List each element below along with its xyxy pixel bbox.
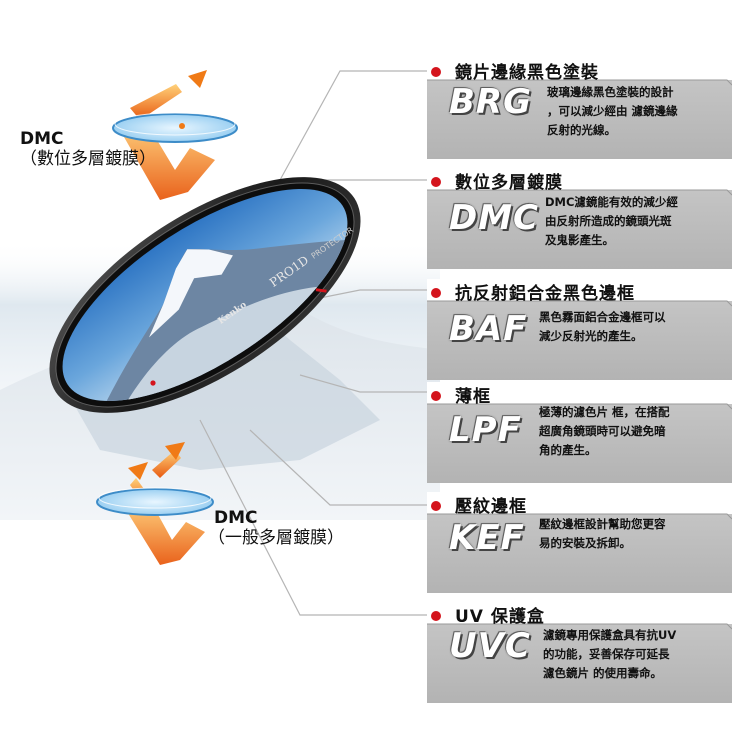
feature-description-line: 減少反射光的產生。 <box>539 329 643 343</box>
feature-title: 數位多層鍍膜 <box>455 173 563 193</box>
feature-description-line: 角的產生。 <box>539 443 597 457</box>
dmc-top-desc: （數位多層鍍膜） <box>20 148 156 169</box>
bullet-dot-icon <box>431 611 441 621</box>
feature-abbr: UVC <box>449 626 531 666</box>
dmc-digital-diagram <box>112 70 238 200</box>
feature-description-line: 易的安裝及拆卸。 <box>539 536 631 550</box>
feature-description-line: 極薄的濾色片 框，在搭配 <box>539 405 670 419</box>
dmc-top-label: DMC （數位多層鍍膜） <box>20 129 156 169</box>
bullet-dot-icon <box>431 67 441 77</box>
feature-description: 濾鏡專用保護盒具有抗UV 的功能，妥善保存可延長濾色鏡片 的使用壽命。 <box>543 626 676 683</box>
dmc-standard-diagram <box>96 442 214 565</box>
feature-description-line: ，可以減少經由 濾鏡邊緣 <box>547 104 678 118</box>
feature-description-line: 超廣角鏡頭時可以避免暗 <box>539 424 666 438</box>
feature-description-line: DMC濾鏡能有效的減少經 <box>545 195 678 209</box>
feature-description-line: 反射的光線。 <box>547 123 616 137</box>
feature-description-line: 玻璃邊緣黑色塗裝的設計 <box>547 85 674 99</box>
feature-description-line: 由反射所造成的鏡頭光斑 <box>545 214 672 228</box>
bullet-dot-icon <box>431 501 441 511</box>
feature-description-line: 及鬼影產生。 <box>545 233 614 247</box>
feature-description: 黑色霧面鋁合金邊框可以減少反射光的產生。 <box>539 308 666 346</box>
feature-abbr: LPF <box>449 410 522 450</box>
feature-description: 玻璃邊緣黑色塗裝的設計 ，可以減少經由 濾鏡邊緣反射的光線。 <box>547 83 678 140</box>
bullet-dot-icon <box>431 177 441 187</box>
bullet-dot-icon <box>431 288 441 298</box>
feature-abbr: KEF <box>449 518 525 558</box>
dmc-top-abbr: DMC <box>20 129 64 149</box>
feature-title: 薄框 <box>455 387 491 407</box>
feature-title: 抗反射鋁合金黑色邊框 <box>455 284 635 304</box>
feature-description: DMC濾鏡能有效的減少經由反射所造成的鏡頭光斑及鬼影產生。 <box>545 193 678 250</box>
feature-abbr: DMC <box>449 198 540 238</box>
panel-background <box>427 382 732 483</box>
feature-description-line: 的功能，妥善保存可延長 <box>543 647 670 661</box>
dmc-bottom-label: DMC （一般多層鍍膜） <box>208 508 344 548</box>
feature-abbr: BRG <box>449 82 533 122</box>
panel-background <box>427 279 732 380</box>
feature-description-line: 濾鏡專用保護盒具有抗UV <box>543 628 677 642</box>
panel-background <box>427 168 732 269</box>
panel-background <box>427 58 732 159</box>
feature-title: 壓紋邊框 <box>455 497 527 517</box>
feature-description: 壓紋邊框設計幫助您更容易的安裝及拆卸。 <box>539 515 666 553</box>
panel-background <box>427 492 732 593</box>
panel-background <box>427 602 732 703</box>
feature-panel-lpf: 薄框 LPF 極薄的濾色片 框，在搭配超廣角鏡頭時可以避免暗角的產生。 <box>427 382 732 483</box>
dmc-bottom-abbr: DMC <box>214 508 258 528</box>
feature-abbr: BAF <box>449 309 528 349</box>
feature-description-line: 濾色鏡片 的使用壽命。 <box>543 666 663 680</box>
feature-panel-baf: 抗反射鋁合金黑色邊框 BAF 黑色霧面鋁合金邊框可以減少反射光的產生。 <box>427 279 732 380</box>
feature-description-line: 黑色霧面鋁合金邊框可以 <box>539 310 666 324</box>
feature-description-line: 壓紋邊框設計幫助您更容 <box>539 517 666 531</box>
feature-title: UV 保護盒 <box>455 607 545 627</box>
feature-description: 極薄的濾色片 框，在搭配超廣角鏡頭時可以避免暗角的產生。 <box>539 403 670 460</box>
feature-title: 鏡片邊緣黑色塗裝 <box>455 63 599 83</box>
bullet-dot-icon <box>431 391 441 401</box>
dmc-bottom-desc: （一般多層鍍膜） <box>208 527 344 548</box>
